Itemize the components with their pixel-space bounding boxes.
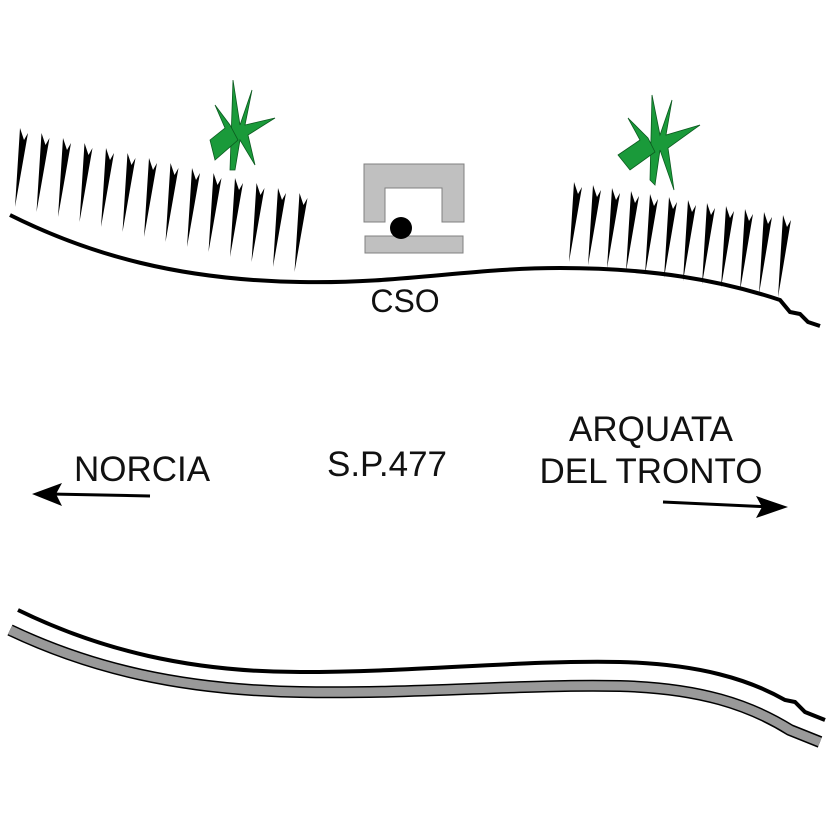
hatch-spike xyxy=(294,193,308,272)
hatch-spike xyxy=(683,200,696,282)
hatch-spike xyxy=(251,183,265,262)
hatch-spike xyxy=(144,158,157,237)
hatch-spike xyxy=(165,163,179,242)
hatch-spike xyxy=(588,185,601,266)
grass-tuft-left xyxy=(209,79,276,171)
hatch-spike xyxy=(208,173,222,252)
cso-structure xyxy=(363,163,465,254)
grass-tuft-right xyxy=(617,94,701,191)
cso-label: CSO xyxy=(370,283,439,319)
hatch-spike xyxy=(187,168,200,247)
hatch-spike xyxy=(273,188,286,267)
hatch-spike xyxy=(230,178,243,257)
hatch-spike xyxy=(664,197,677,278)
hatch-spike xyxy=(778,215,791,298)
hatch-spike xyxy=(645,194,658,275)
arrow-left-icon xyxy=(32,483,151,506)
hatch-spike xyxy=(122,153,136,232)
arquata-label-line1: ARQUATA xyxy=(569,410,734,449)
upper-edge-line xyxy=(9,213,821,328)
hatch-spike xyxy=(79,143,93,222)
hatch-spike xyxy=(759,212,772,294)
hatch-spike xyxy=(36,133,50,212)
road-label: S.P.477 xyxy=(327,445,447,484)
cso-outlet-dot xyxy=(390,217,412,239)
hatch-spike xyxy=(15,128,28,207)
embankment-hatching xyxy=(15,128,791,298)
hatch-spike xyxy=(101,148,114,227)
arquata-label-line2: DEL TRONTO xyxy=(539,452,762,491)
road-edge-gray xyxy=(7,624,823,748)
hatch-spike xyxy=(740,209,753,291)
hatch-spike xyxy=(569,182,582,262)
hatch-spike xyxy=(721,206,734,288)
lower-edge-line xyxy=(17,608,826,722)
hatch-spike xyxy=(58,138,71,217)
hatch-spike xyxy=(626,191,639,272)
norcia-label: NORCIA xyxy=(74,450,211,489)
arrow-right-icon xyxy=(662,496,788,518)
hatch-spike xyxy=(702,203,715,285)
hatch-spike xyxy=(607,188,620,269)
